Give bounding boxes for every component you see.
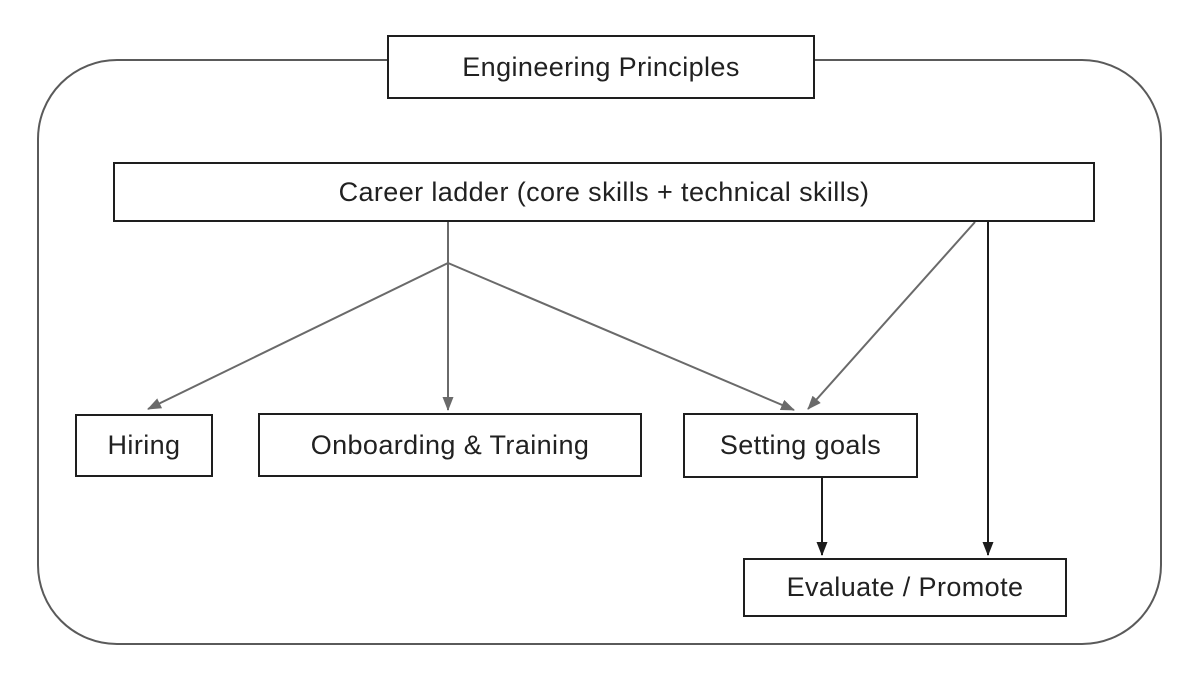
node-onboarding-training-label: Onboarding & Training xyxy=(310,429,590,460)
node-hiring-label: Hiring xyxy=(107,430,181,460)
node-setting-goals-label: Setting goals xyxy=(719,430,882,460)
node-evaluate-promote-label: Evaluate / Promote xyxy=(786,572,1024,602)
node-career-ladder: Career ladder (core skills + technical s… xyxy=(113,162,1095,222)
node-hiring: Hiring xyxy=(75,414,213,477)
node-engineering-principles-label: Engineering Principles xyxy=(462,51,740,82)
node-career-ladder-label: Career ladder (core skills + technical s… xyxy=(338,176,870,207)
node-onboarding-training: Onboarding & Training xyxy=(258,413,642,477)
node-setting-goals: Setting goals xyxy=(683,413,918,478)
node-evaluate-promote: Evaluate / Promote xyxy=(743,558,1067,617)
node-engineering-principles: Engineering Principles xyxy=(387,35,815,99)
